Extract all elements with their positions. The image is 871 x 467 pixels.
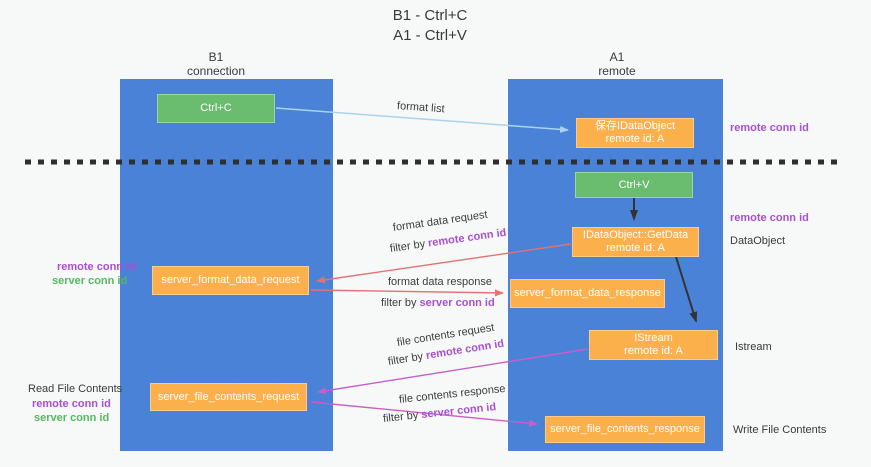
label-format-list: format list	[396, 100, 445, 116]
ctrl-c-label: Ctrl+C	[200, 102, 232, 114]
label-remote-conn-id-left-2: remote conn id	[32, 398, 111, 410]
box-ctrl-c: Ctrl+C	[157, 94, 275, 123]
column-b1-name: B1	[208, 50, 224, 64]
getdata-line2: remote id: A	[606, 242, 665, 254]
column-header-a1: A1 remote	[547, 50, 687, 78]
label-remote-conn-id-top-right: remote conn id	[730, 122, 809, 134]
title-line-b1: B1 - Ctrl+C	[392, 7, 468, 24]
server-file-contents-response-label: server_file_contents_response	[550, 423, 700, 435]
box-server-format-data-request: server_format_data_request	[152, 266, 309, 295]
label-format-data-response: format data response	[388, 276, 492, 288]
label-istream: Istream	[735, 341, 772, 353]
istream-line2: remote id: A	[624, 345, 683, 357]
label-write-file-contents: Write File Contents	[733, 424, 827, 436]
title-line-a1: A1 - Ctrl+V	[393, 27, 467, 44]
box-server-file-contents-request: server_file_contents_request	[150, 383, 307, 411]
filter-by-text: filter by	[381, 297, 420, 309]
label-remote-conn-id-mid-right: remote conn id	[730, 212, 809, 224]
diagram-title: B1 - Ctrl+C A1 - Ctrl+V	[0, 6, 860, 46]
server-file-contents-request-label: server_file_contents_request	[157, 390, 300, 403]
filter-by-text: filter by	[382, 409, 422, 425]
filter-by-text: filter by	[389, 237, 429, 255]
box-server-file-contents-response: server_file_contents_response	[545, 416, 705, 443]
saved-idataobject-line1: 保存IDataObject	[594, 120, 676, 132]
arrow-format-data-response	[310, 289, 504, 297]
saved-idataobject-line2: remote id: A	[605, 133, 665, 145]
istream-line1: IStream	[634, 332, 673, 344]
label-remote-conn-id-left-1: remote conn id	[57, 261, 136, 273]
column-header-b1: B1 connection	[146, 50, 286, 78]
box-idataobject-getdata: IDataObject::GetData remote id: A	[572, 227, 699, 257]
server-format-data-request-label: server_format_data_request	[161, 274, 300, 286]
column-a1-role: remote	[598, 64, 636, 78]
server-conn-id-text: server conn id	[420, 401, 497, 421]
ctrl-v-label: Ctrl+V	[618, 178, 650, 191]
label-filter-by-server-conn-id-1: filter by server conn id	[381, 297, 495, 309]
column-b1-role: connection	[186, 64, 246, 78]
server-conn-id-text: server conn id	[419, 297, 495, 309]
box-istream: IStream remote id: A	[589, 330, 718, 360]
label-server-conn-id-left-1: server conn id	[52, 275, 128, 287]
label-read-file-contents: Read File Contents	[28, 383, 123, 395]
getdata-line1: IDataObject::GetData	[582, 229, 689, 241]
remote-conn-id-text: remote conn id	[427, 226, 508, 250]
server-format-data-response-label: server_format_data_response	[514, 287, 661, 299]
label-dataobject: DataObject	[730, 235, 786, 247]
box-saved-idataobject: 保存IDataObject remote id: A	[576, 118, 694, 148]
box-ctrl-v: Ctrl+V	[575, 172, 693, 198]
box-server-format-data-response: server_format_data_response	[510, 279, 665, 308]
filter-by-text: filter by	[387, 350, 427, 368]
column-a1-name: A1	[609, 50, 625, 64]
label-server-conn-id-left-2: server conn id	[34, 412, 110, 424]
